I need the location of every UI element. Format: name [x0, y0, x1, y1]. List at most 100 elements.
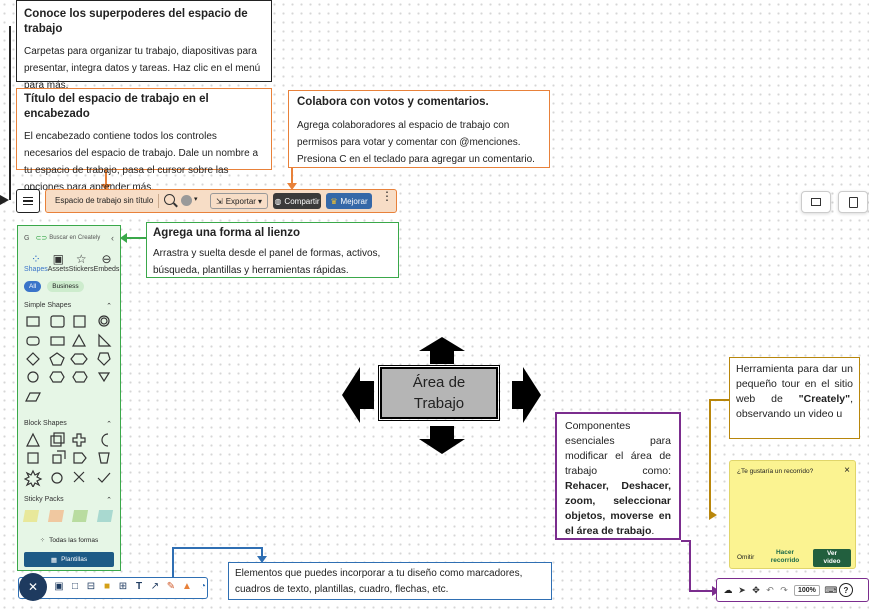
- callout-workspace-body: Carpetas para organizar tu trabajo, diap…: [24, 46, 261, 91]
- elements-connector-v2: [261, 547, 263, 559]
- components-connector-h2: [689, 590, 715, 592]
- more-options-icon[interactable]: ⋮: [381, 189, 393, 203]
- simple-shapes-grid[interactable]: [24, 313, 116, 411]
- elements-connector-arrow: [257, 556, 267, 563]
- tab-assets-label: Assets: [47, 266, 69, 273]
- callout-tour-tool-brand: "Creately": [798, 393, 851, 405]
- section-simple-shapes[interactable]: Simple Shapes⌃: [24, 302, 112, 310]
- section-block-shapes[interactable]: Block Shapes ⌃: [24, 420, 112, 428]
- callout-collaborate-title: Colabora con votos y comentarios.: [297, 96, 489, 108]
- workspace-area-line2: Trabajo: [413, 395, 465, 412]
- tab-shapes[interactable]: ⁘Shapes: [24, 252, 48, 273]
- callout-components: Componentes esenciales para modificar el…: [555, 412, 681, 540]
- callout-workspace-title: Conoce los superpoderes del espacio de t…: [24, 8, 248, 35]
- keyboard-icon[interactable]: ⌨: [824, 584, 838, 595]
- sticky-note-orange[interactable]: [47, 510, 64, 522]
- callout-elements-body: Elementos que puedes incorporar a tu dis…: [235, 568, 523, 595]
- tour-connector-arrow: [709, 510, 717, 520]
- sticky-note-yellow[interactable]: [22, 510, 40, 522]
- section-block-shapes-label: Block Shapes: [24, 420, 67, 427]
- callout-components-text: Componentes esenciales para modificar el…: [565, 420, 671, 477]
- grid-icon: ⁘: [39, 537, 46, 544]
- tab-embeds-label: Embeds: [93, 266, 120, 273]
- chevron-up-icon: ⌃: [106, 303, 112, 310]
- panel-search-bar[interactable]: G ⊂⊃ Buscar en Creately ‹: [24, 232, 114, 244]
- panel-collapse-icon[interactable]: ‹: [111, 233, 114, 243]
- close-icon[interactable]: ×: [844, 465, 850, 476]
- filter-business[interactable]: Business: [47, 281, 84, 292]
- share-button[interactable]: ◍Compartir: [273, 193, 321, 209]
- filter-all[interactable]: All: [24, 281, 42, 292]
- templates-icon: ▦: [50, 556, 58, 564]
- shape-triangle-icon[interactable]: ▲: [182, 581, 192, 592]
- panel-search-input[interactable]: Buscar en Creately: [49, 235, 101, 241]
- zoom-level[interactable]: 100%: [794, 584, 820, 596]
- card-icon[interactable]: ⊟: [86, 581, 96, 592]
- upgrade-label: Mejorar: [340, 196, 368, 206]
- tab-stickers[interactable]: ☆Stickers: [69, 252, 94, 273]
- workspace-area-box: Área de Trabajo: [378, 365, 500, 421]
- image-icon: ▣: [52, 252, 64, 266]
- components-connector-h1: [681, 540, 691, 542]
- hamburger-button[interactable]: [16, 189, 40, 213]
- chevron-up-icon: ⌃: [106, 421, 112, 428]
- share-label: Compartir: [284, 196, 320, 206]
- workspace-title[interactable]: Espacio de trabajo sin título: [55, 196, 154, 205]
- sticky-note-icon[interactable]: ■: [103, 581, 111, 592]
- move-tool-icon[interactable]: ✥: [752, 584, 760, 595]
- search-icon[interactable]: [164, 194, 175, 205]
- sticky-note-teal[interactable]: [96, 510, 114, 522]
- section-sticky-packs[interactable]: Sticky Packs⌃: [24, 496, 112, 504]
- elements-connector-v1: [172, 547, 174, 579]
- callout-workspace: Conoce los superpoderes del espacio de t…: [16, 0, 272, 91]
- upgrade-button[interactable]: ♛Mejorar: [326, 193, 372, 209]
- callout-header-title-title: Título del espacio de trabajo en el enca…: [24, 93, 209, 120]
- header-title-connector-arrow: [101, 184, 111, 191]
- undo-icon[interactable]: ↶: [766, 584, 774, 595]
- redo-icon[interactable]: ↷: [780, 584, 788, 595]
- help-icon[interactable]: ?: [838, 583, 853, 597]
- workspace-area-line1: Área de: [412, 374, 466, 391]
- select-tool-icon[interactable]: ➤: [738, 584, 746, 595]
- sticky-note-green[interactable]: [72, 510, 89, 522]
- all-shapes-button[interactable]: ⁘Todas las formas: [24, 534, 114, 546]
- frame-icon[interactable]: ▣: [54, 581, 64, 592]
- table-icon[interactable]: ⊞: [118, 581, 128, 592]
- export-button[interactable]: ⇲Exportar▾: [210, 193, 268, 209]
- rectangle-icon[interactable]: □: [71, 581, 79, 592]
- notes-button[interactable]: [838, 191, 868, 213]
- tab-stickers-label: Stickers: [68, 266, 94, 273]
- export-chevron-icon: ▾: [257, 196, 262, 206]
- arrow-line-icon[interactable]: ↗: [150, 581, 160, 592]
- cloud-icon[interactable]: ☁: [723, 584, 733, 595]
- tour-video-button[interactable]: Ver video: [813, 549, 851, 567]
- tab-shapes-label: Shapes: [24, 266, 48, 273]
- all-shapes-label: Todas las formas: [49, 536, 99, 544]
- close-toolbar-button[interactable]: ✕: [19, 573, 47, 601]
- export-label: Exportar: [225, 196, 256, 206]
- present-icon: [811, 198, 821, 206]
- embed-icon: ⊖: [101, 252, 112, 266]
- tab-embeds[interactable]: ⊖Embeds: [94, 252, 120, 273]
- callout-collaborate-body: Agrega colaboradores al espacio de traba…: [297, 120, 535, 165]
- tour-skip-button[interactable]: Omitir: [737, 554, 755, 561]
- callout-tour-tool-text: Herramienta para dar un pequeño tour en …: [736, 363, 853, 405]
- bottom-left-toolbar: ✕ ▣ □ ⊟ ■ ⊞ T ↗ ✎ ▲ ◔: [18, 573, 208, 601]
- callout-add-shape-title: Agrega una forma al lienzo: [153, 227, 300, 239]
- tour-guided-button[interactable]: Hacer recorrido: [770, 549, 800, 564]
- sticky-packs-row[interactable]: [22, 510, 114, 522]
- callout-collaborate: Colabora con votos y comentarios. Agrega…: [288, 90, 550, 168]
- tab-assets[interactable]: ▣Assets: [48, 252, 69, 273]
- pen-icon[interactable]: ✎: [166, 581, 176, 592]
- chevron-up-icon: ⌃: [106, 497, 112, 504]
- templates-button[interactable]: ▦Plantillas: [24, 552, 114, 567]
- crown-icon: ♛: [330, 196, 338, 206]
- collaborate-connector: [291, 168, 293, 188]
- present-button[interactable]: [801, 191, 831, 213]
- block-shapes-grid[interactable]: [23, 431, 116, 489]
- text-icon[interactable]: T: [135, 581, 143, 592]
- avatar[interactable]: [181, 195, 192, 206]
- workspace-connector: [9, 26, 11, 200]
- add-shape-connector: [122, 237, 148, 239]
- comment-icon[interactable]: ◔: [199, 581, 207, 592]
